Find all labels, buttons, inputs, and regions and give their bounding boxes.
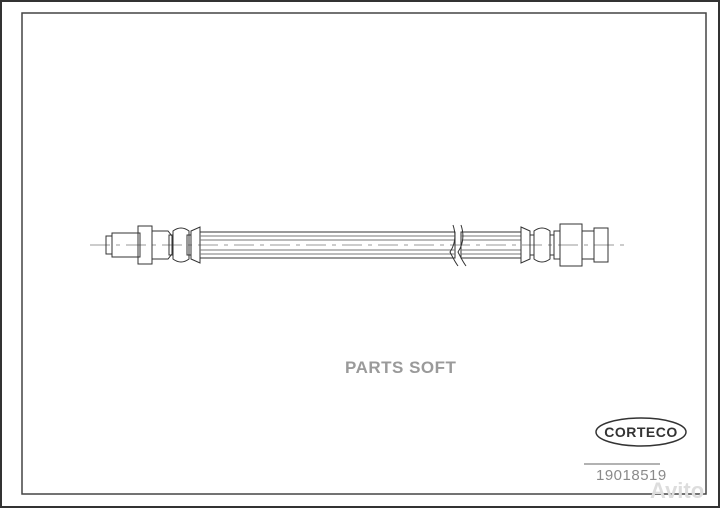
drawing-frame — [21, 12, 707, 495]
avito-watermark: Avito — [650, 478, 705, 503]
brand-logo-ellipse — [595, 417, 687, 447]
brand-logo: CORTECO — [604, 424, 678, 440]
part-number: 19018519 — [596, 467, 667, 484]
parts-soft-watermark: PARTS SOFT — [345, 358, 457, 377]
brake-hose — [90, 223, 630, 267]
right-flange — [593, 227, 609, 263]
break-mark — [449, 224, 459, 267]
